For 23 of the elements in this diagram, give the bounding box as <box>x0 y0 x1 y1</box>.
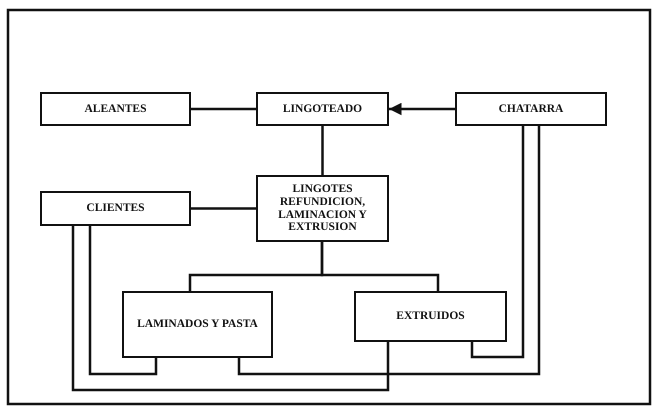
process-box <box>354 291 507 342</box>
process-box <box>256 175 389 242</box>
connector-line <box>320 242 440 291</box>
connector-line <box>191 207 256 210</box>
box-label: CLIENTES <box>85 202 146 215</box>
box-label: LAMINADOS Y PASTA <box>136 318 259 331</box>
box-label: CHATARRA <box>498 102 564 116</box>
box-label: LINGOTES REFUNDICION, LAMINACION Y EXTRUSION <box>277 183 368 234</box>
connector-line <box>470 126 524 358</box>
connector-line <box>321 126 324 175</box>
connector-line <box>191 108 256 110</box>
process-box <box>40 92 191 126</box>
connector-line <box>238 126 540 376</box>
box-label: ALEANTES <box>84 102 148 116</box>
process-box <box>256 92 389 126</box>
connector-line <box>88 226 158 376</box>
process-box <box>455 92 607 126</box>
connector-line <box>72 226 390 392</box>
process-box <box>40 191 191 226</box>
box-label: EXTRUIDOS <box>395 310 466 323</box>
process-box <box>122 291 273 358</box>
box-label: LINGOTEADO <box>282 102 364 116</box>
arrow <box>389 102 455 116</box>
